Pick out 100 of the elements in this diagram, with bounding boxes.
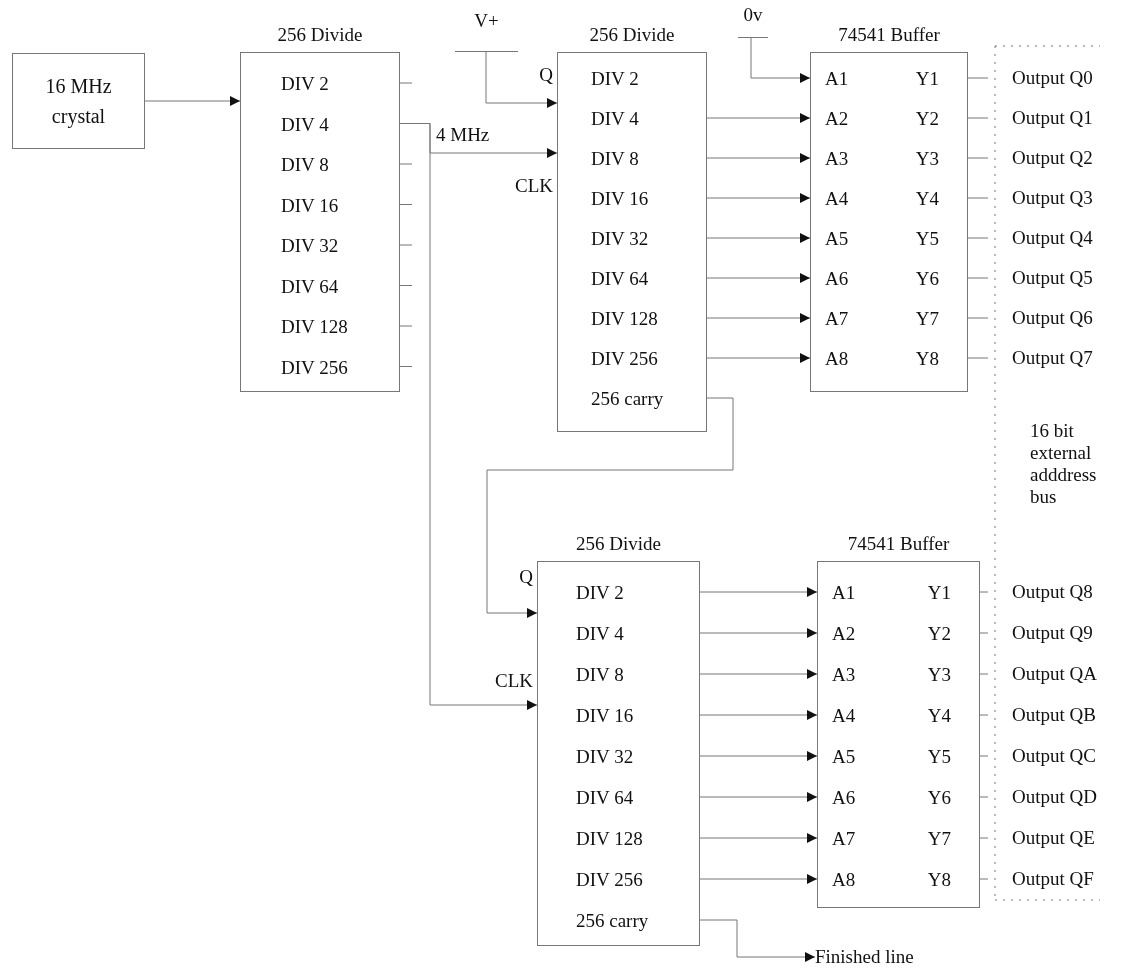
pin-label: A6: [818, 783, 878, 813]
pin-label: Y3: [921, 660, 981, 690]
pin-label: DIV 64: [576, 783, 701, 813]
output-label: Output Q3: [1012, 187, 1094, 209]
pin-label: DIV 32: [591, 224, 708, 254]
pin-label: A1: [811, 64, 871, 94]
output-label: Output QA: [1012, 663, 1098, 685]
connector-arrow: [486, 397, 734, 618]
output-label: Output Q5: [1012, 267, 1094, 289]
pin-label: DIV 4: [281, 109, 401, 140]
output-label: Output QC: [1012, 745, 1097, 767]
connector-arrow: [144, 96, 241, 106]
pin-label: Y5: [921, 742, 981, 772]
pin-label: Y6: [921, 783, 981, 813]
supply-label: 0v: [738, 4, 768, 38]
output-label: Output Q9: [1012, 622, 1094, 644]
pin-label: A8: [811, 344, 871, 374]
supply-label: V+: [455, 10, 518, 52]
pin-label: A3: [818, 660, 878, 690]
pin-label: DIV 2: [576, 578, 701, 608]
output-label: Output Q6: [1012, 307, 1094, 329]
pin-label: A5: [818, 742, 878, 772]
pin-label: DIV 16: [591, 184, 708, 214]
pin-label: DIV 128: [576, 824, 701, 854]
connector-arrow: [706, 113, 811, 123]
pin-label: DIV 256: [576, 865, 701, 895]
connector-arrow: [699, 628, 818, 638]
pin-label: Y3: [909, 144, 969, 174]
chip-title: 256 Divide: [276, 23, 364, 47]
pin-label: DIV 64: [591, 264, 708, 294]
pin-label: A4: [818, 701, 878, 731]
connector-arrow: [699, 874, 818, 884]
process-box: 16 MHz crystal: [12, 53, 145, 149]
pin-label: Q: [500, 566, 537, 615]
pin-label: DIV 8: [576, 660, 701, 690]
pin-label: Q: [522, 64, 557, 105]
chip-title: 256 Divide: [575, 532, 662, 556]
connector-arrow: [699, 792, 818, 802]
pin-label: A5: [811, 224, 871, 254]
pin-label: 256 carry: [576, 906, 701, 936]
pin-label: A3: [811, 144, 871, 174]
output-label: Output QE: [1012, 827, 1096, 849]
connector-arrow: [706, 313, 811, 323]
chip-title: 74541 Buffer: [837, 23, 941, 47]
output-label: Output Q7: [1012, 347, 1094, 369]
connector-arrow: [750, 37, 811, 83]
pin-label: Y4: [909, 184, 969, 214]
pin-label: Y2: [921, 619, 981, 649]
connector-arrow: [699, 710, 818, 720]
pin-label: DIV 4: [591, 104, 708, 134]
pin-label: DIV 2: [281, 69, 401, 99]
output-label: Output QD: [1012, 786, 1098, 808]
connector-arrow: [699, 833, 818, 843]
pin-label: A4: [811, 184, 871, 214]
output-label: Output Q4: [1012, 227, 1094, 249]
connector-arrow: [706, 273, 811, 283]
pin-label: DIV 64: [281, 271, 401, 302]
connector-arrow: [699, 669, 818, 679]
pin-label: CLK: [470, 670, 537, 707]
pin-label: Y8: [921, 865, 981, 895]
pin-label: DIV 16: [576, 701, 701, 731]
pin-label: DIV 128: [281, 312, 401, 342]
output-label: Output Q0: [1012, 67, 1094, 89]
pin-label: A7: [811, 304, 871, 334]
pin-label: DIV 256: [591, 344, 708, 374]
connector-arrow: [706, 233, 811, 243]
pin-label: Y4: [921, 701, 981, 731]
pin-label: Y7: [909, 304, 969, 334]
bus-label: 16 bit external adddress bus: [1030, 420, 1098, 508]
pin-label: DIV 128: [591, 304, 708, 334]
pin-label: DIV 32: [281, 231, 401, 261]
connector-arrow: [485, 51, 558, 108]
pin-label: DIV 2: [591, 64, 708, 94]
connector-arrow: [699, 751, 818, 761]
pin-label: DIV 8: [281, 150, 401, 180]
pin-label: A8: [818, 865, 878, 895]
pin-label: Y6: [909, 264, 969, 294]
pin-label: DIV 8: [591, 144, 708, 174]
output-label: Output Q1: [1012, 107, 1094, 129]
pin-label: Y1: [909, 64, 969, 94]
connector-arrow: [706, 353, 811, 363]
connector-arrow: [699, 587, 818, 597]
connector-arrow: [706, 153, 811, 163]
output-label: Output Q2: [1012, 147, 1094, 169]
output-label: Output Q8: [1012, 581, 1094, 603]
pin-label: A2: [818, 619, 878, 649]
pin-label: A6: [811, 264, 871, 294]
pin-label: 256 carry: [591, 384, 708, 414]
signal-label: Finished line: [815, 945, 945, 969]
pin-label: Y8: [909, 344, 969, 374]
pin-label: DIV 4: [576, 619, 701, 649]
pin-label: DIV 32: [576, 742, 701, 772]
output-label: Output QB: [1012, 704, 1097, 726]
connector-arrow: [699, 919, 816, 962]
pin-label: DIV 256: [281, 352, 401, 383]
pin-label: Y5: [909, 224, 969, 254]
pin-label: A7: [818, 824, 878, 854]
pin-label: Y2: [909, 104, 969, 134]
pin-label: DIV 16: [281, 190, 401, 221]
output-label: Output QF: [1012, 868, 1095, 890]
